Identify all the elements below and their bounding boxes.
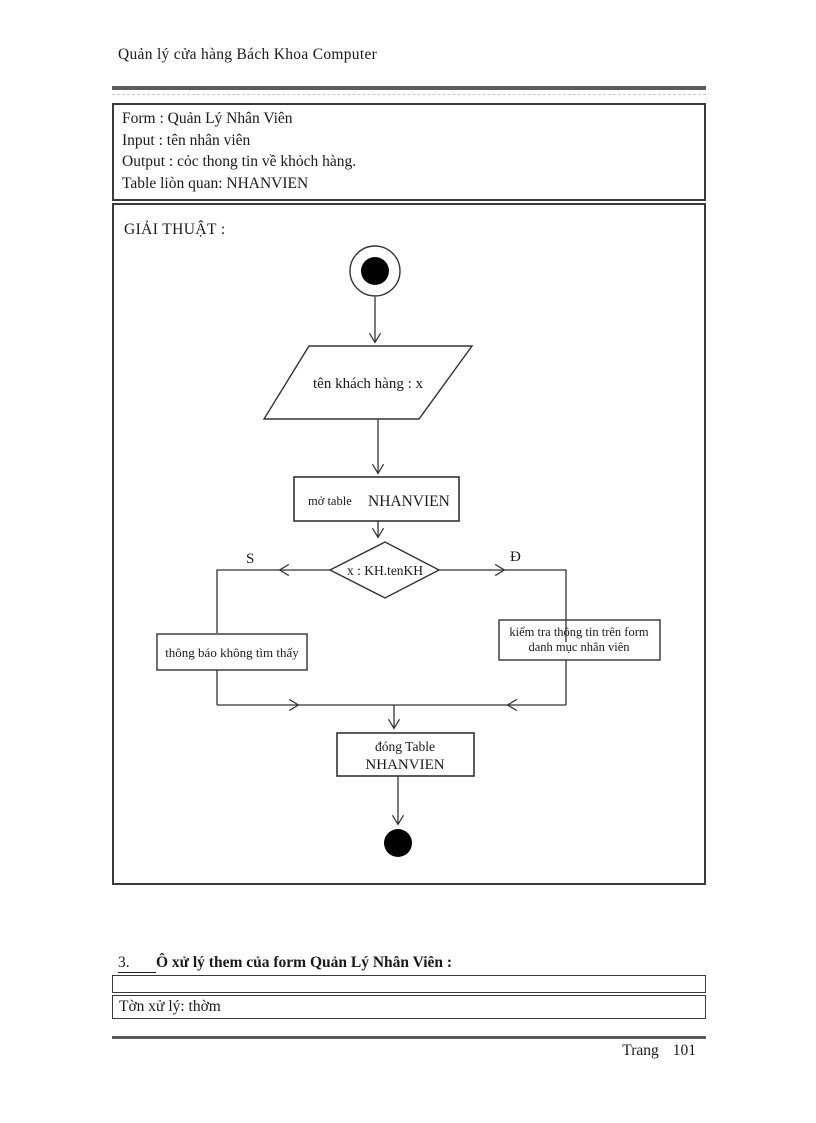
table-row-empty — [112, 975, 706, 993]
check-form-box — [498, 619, 661, 661]
section3-heading: 3.Ô xử lý them của form Quản Lý Nhân Viê… — [118, 954, 452, 973]
footer-label: Trang — [622, 1042, 659, 1059]
decision-diamond — [328, 541, 441, 599]
check-form-label-line2: danh mục nhân viên — [528, 640, 630, 654]
flowchart-title: GIẢI THUẬT : — [124, 221, 226, 238]
form-info-output-line: Output : cỏc thong tin về khỏch hàng. — [122, 153, 357, 170]
page-header-title: Quản lý cửa hàng Bách Khoa Computer — [118, 46, 378, 63]
close-table-box — [336, 732, 475, 777]
open-table-prefix-label: mở table — [308, 494, 352, 508]
footer-rule — [112, 1036, 706, 1039]
not-found-label: thông báo không tìm thấy — [165, 645, 299, 660]
end-node-circle — [384, 829, 412, 857]
close-table-label-line1: đóng Table — [375, 739, 435, 754]
branch-label-d: Đ — [510, 549, 521, 565]
section3-title: Ô xử lý them của form Quản Lý Nhân Viên … — [156, 954, 453, 971]
page-footer: Trang 101 — [112, 1042, 696, 1060]
table-row-processing-name: Tờn xử lý: thờm — [112, 995, 706, 1019]
close-table-label-line2: NHANVIEN — [365, 757, 444, 773]
form-info-input-line: Input : tên nhân viên — [122, 131, 251, 149]
form-info-table-line: Table liòn quan: NHANVIEN — [122, 174, 309, 192]
line-left-branch — [216, 569, 280, 633]
branch-label-s: S — [246, 551, 254, 567]
form-info-form-line: Form : Quản Lý Nhân Viên — [122, 110, 293, 127]
check-form-label-line1: kiểm tra thông tin trên form — [509, 625, 648, 639]
section3-number: 3. — [118, 954, 156, 973]
start-node-inner-circle — [361, 257, 389, 285]
line-right-branch — [504, 569, 567, 642]
input-parallelogram-label: tên khách hàng : x — [313, 376, 423, 392]
open-table-box — [293, 476, 460, 522]
footer-page-number: 101 — [672, 1042, 696, 1059]
not-found-box — [156, 633, 308, 671]
form-info-box: Form : Quản Lý Nhân Viên Input : tên nhâ… — [112, 103, 706, 201]
input-parallelogram — [262, 345, 474, 420]
open-table-name-label: NHANVIEN — [368, 493, 450, 510]
flowchart-diagram: tên khách hàng : x mở table NHANVIEN x :… — [156, 245, 661, 857]
header-rule — [112, 86, 706, 90]
decision-label: x : KH.tenKH — [347, 563, 423, 578]
header-dashed-line — [112, 94, 706, 95]
flowchart-box: GIẢI THUẬT : tên khách hàng : x mở table… — [112, 203, 706, 885]
